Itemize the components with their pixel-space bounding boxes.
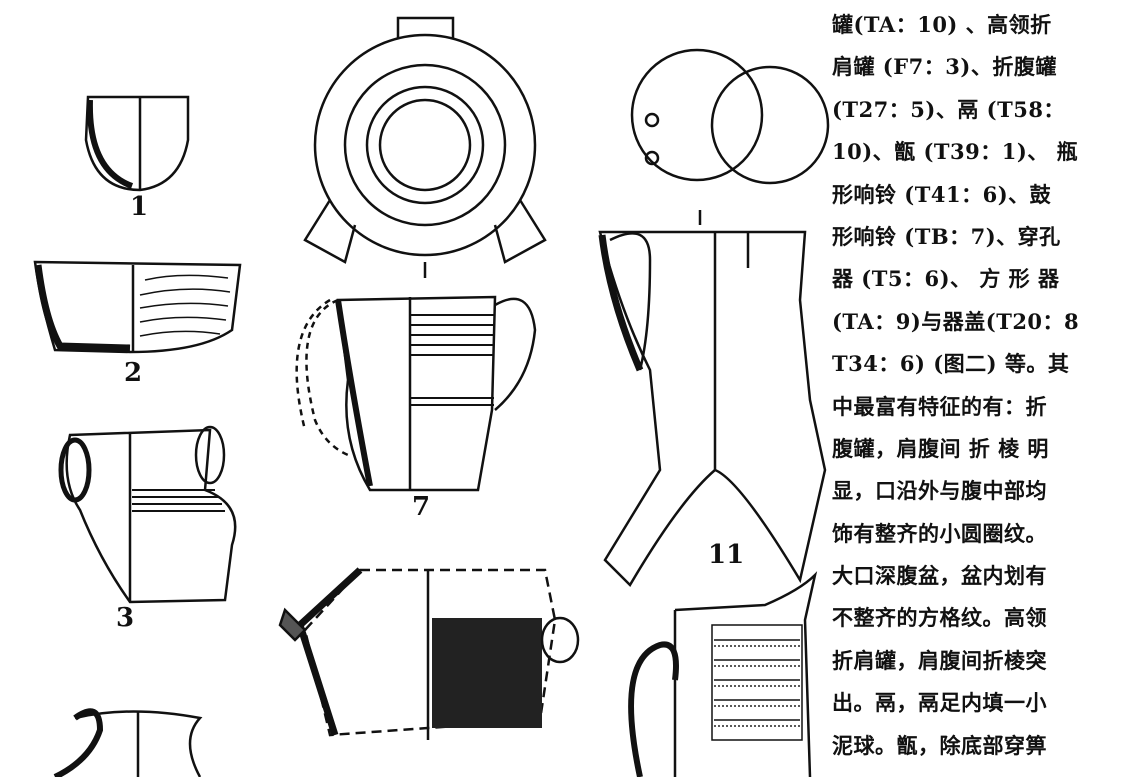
text-line: 形响铃 (TB：7)、穿孔 bbox=[832, 223, 1061, 249]
text-line: 大口深腹盆，盆内划有 bbox=[832, 563, 1047, 589]
vessel-8-jar bbox=[278, 567, 580, 740]
vessel-4-vase bbox=[53, 708, 203, 777]
vessel-top-view bbox=[303, 16, 547, 278]
vessel-7-jar bbox=[295, 295, 537, 492]
text-line: (T27：5)、鬲 (T58： bbox=[832, 96, 1065, 122]
figure-label-3: 3 bbox=[116, 603, 135, 633]
vessel-1-cup bbox=[84, 95, 190, 192]
vessel-12-jar bbox=[628, 571, 818, 777]
text-line: 泥球。甑，除底部穿箅 bbox=[832, 732, 1047, 758]
text-line: (TA：9)与器盖(T20：8 bbox=[832, 308, 1080, 334]
text-line: 10)、甑 (T39：1)、 瓶 bbox=[832, 139, 1079, 165]
text-line: 罐(TA：10) 、高领折 bbox=[832, 12, 1052, 37]
text-line: 器 (T5：6)、 方 形 器 bbox=[832, 266, 1060, 292]
vessel-11-tall bbox=[598, 48, 830, 588]
text-line: 形响铃 (T41：6)、鼓 bbox=[832, 181, 1052, 207]
text-line: 出。鬲，鬲足内填一小 bbox=[832, 690, 1047, 716]
pottery-drawings-figure bbox=[33, 16, 830, 777]
text-line: 不整齐的方格纹。高领 bbox=[832, 605, 1047, 631]
text-line: 中最富有特征的有：折 bbox=[832, 393, 1047, 419]
text-line: 饰有整齐的小圆圈纹。 bbox=[832, 520, 1047, 546]
text-line: 折肩罐，肩腹间折棱突 bbox=[832, 647, 1047, 673]
vessel-2-bowl bbox=[33, 260, 242, 354]
figure-label-1: 1 bbox=[130, 192, 149, 222]
text-line: T34：6) (图二) 等。其 bbox=[832, 351, 1070, 377]
figure-label-11: 11 bbox=[708, 540, 745, 570]
body-text-column: 罐(TA：10) 、高领折 肩罐 (F7：3)、折腹罐 (T27：5)、鬲 (T… bbox=[832, 4, 1122, 767]
text-line: 肩罐 (F7：3)、折腹罐 bbox=[832, 54, 1057, 80]
text-line: 腹罐，肩腹间 折 棱 明 bbox=[832, 435, 1049, 461]
vessel-3-handled-jar bbox=[58, 425, 237, 604]
figure-label-2: 2 bbox=[124, 358, 143, 388]
figure-label-7: 7 bbox=[412, 492, 431, 522]
text-line: 显，口沿外与腹中部均 bbox=[832, 478, 1047, 504]
